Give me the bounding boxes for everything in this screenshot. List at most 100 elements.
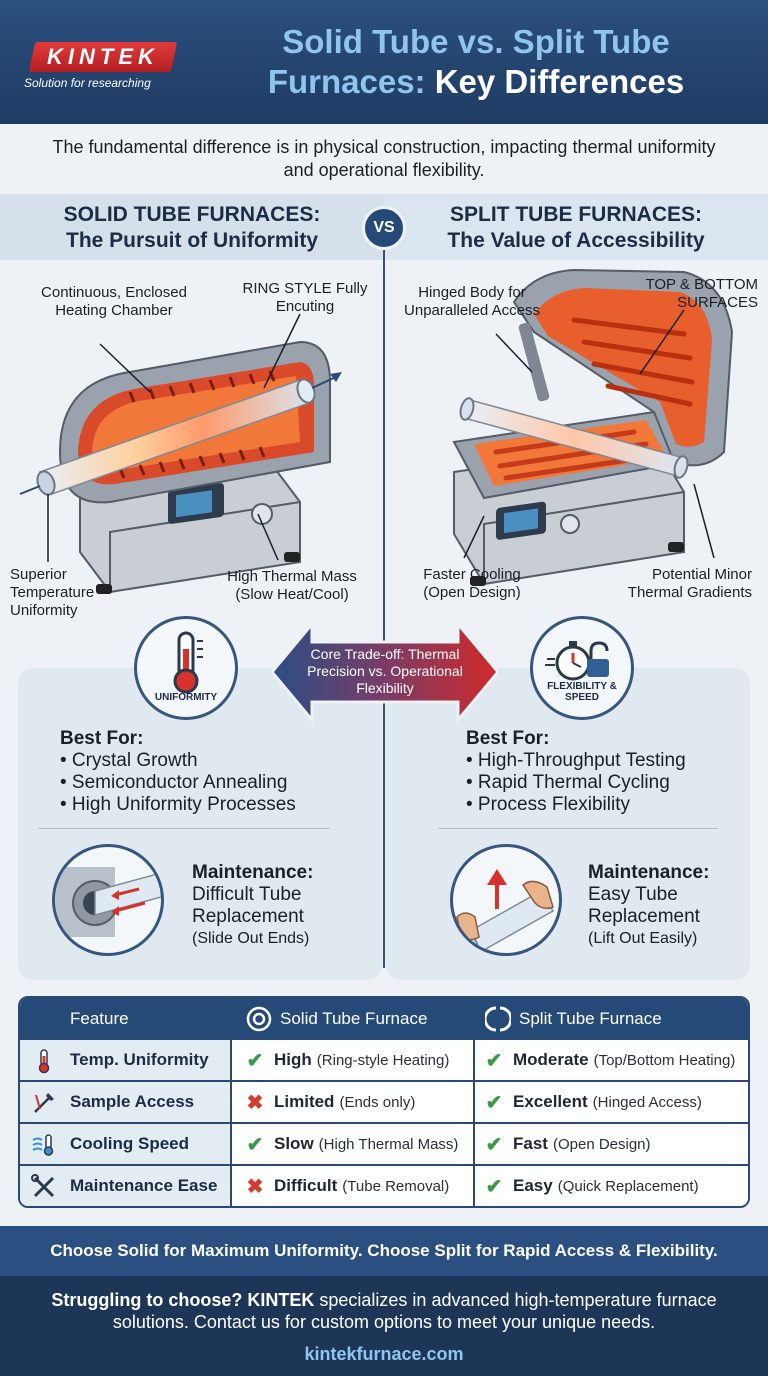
split-value: Moderate (513, 1050, 589, 1069)
callout-thermal-mass: High Thermal Mass (Slow Heat/Cool) (227, 568, 357, 603)
split-maintenance: Maintenance: Easy Tube Replacement (Lift… (588, 862, 709, 950)
split-note: (Top/Bottom Heating) (593, 1051, 736, 1069)
split-separator (438, 828, 718, 829)
solid-maintenance-line1: Difficult Tube (192, 884, 302, 905)
feature-label: Sample Access (70, 1092, 195, 1111)
split-details-panel (386, 668, 750, 980)
solid-maintenance-image (52, 844, 164, 956)
split-cell: ✔ Easy(Quick Replacement) (475, 1166, 748, 1206)
split-furnace-drawing (452, 268, 734, 586)
solid-cell: ✔High(Ring-style Heating) (232, 1040, 475, 1080)
solid-note: (Ends only) (339, 1093, 416, 1111)
solid-maintenance: Maintenance: Difficult Tube Replacement … (192, 862, 313, 950)
page-title: Solid Tube vs. Split Tube Furnaces: Key … (196, 22, 756, 102)
flexibility-badge-label: FLEXIBILITY & SPEED (547, 681, 617, 703)
feature-cell: Sample Access (20, 1082, 232, 1122)
split-maintenance-image (450, 844, 562, 956)
cross-icon: ✖ (246, 1091, 264, 1114)
split-cell: ✔Moderate(Top/Bottom Heating) (475, 1040, 748, 1080)
solid-best-for-item: • Semiconductor Annealing (60, 772, 288, 793)
feature-cell: Cooling Speed (20, 1124, 232, 1164)
callout-faster-cooling: Faster Cooling (Open Design) (423, 566, 521, 601)
table-row: Cooling Speed ✔Slow(High Thermal Mass) ✔… (20, 1122, 748, 1164)
split-best-for-item: • Rapid Thermal Cycling (466, 772, 670, 793)
check-icon: ✔ (485, 1091, 503, 1114)
callout-hinged-body: Hinged Body for Unparalleled Access (404, 284, 540, 319)
vs-badge: VS (362, 206, 406, 250)
solid-separator (38, 828, 330, 829)
tradeoff-arrow: Core Trade-off: Thermal Precision vs. Op… (270, 619, 500, 725)
split-heading-band: SPLIT TUBE FURNACES: The Value of Accessi… (384, 194, 768, 260)
callout-thermal-gradients: Potential Minor Thermal Gradients (627, 566, 752, 601)
solid-note: (Tube Removal) (342, 1177, 450, 1195)
footer-lead: Struggling to choose? (51, 1290, 243, 1310)
tradeoff-text: Core Trade-off: Thermal Precision vs. Op… (307, 646, 463, 696)
split-heading-line1: SPLIT TUBE FURNACES: (450, 203, 702, 226)
flexibility-badge: FLEXIBILITY & SPEED (530, 616, 634, 720)
solid-heading-line2: The Pursuit of Uniformity (66, 229, 318, 252)
website-link[interactable]: kintekfurnace.com (304, 1344, 464, 1364)
center-divider (383, 250, 385, 968)
tube-lift-out-icon (456, 869, 555, 953)
solid-furnace-illustration: Continuous, Enclosed Heating Chamber RIN… (0, 262, 384, 622)
solid-heading-band: SOLID TUBE FURNACES: The Pursuit of Unifo… (0, 194, 384, 260)
title-line-2a: Furnaces: (267, 63, 426, 100)
kintek-logo: KINTEK Solution for researching (22, 42, 182, 94)
solid-value: Limited (274, 1092, 335, 1111)
split-note: (Quick Replacement) (557, 1177, 699, 1195)
uniformity-badge-label: UNIFORMITY (154, 692, 218, 703)
footer-text: Struggling to choose? KINTEK specializes… (30, 1289, 738, 1333)
feature-label: Cooling Speed (70, 1134, 189, 1153)
table-row: Maintenance Ease ✖Difficult(Tube Removal… (20, 1164, 748, 1206)
check-icon: ✔ (246, 1133, 264, 1156)
split-note: (Open Design) (552, 1135, 651, 1153)
logo-text: KINTEK (47, 44, 159, 69)
solid-value: High (274, 1050, 312, 1069)
solid-value: Slow (274, 1134, 314, 1153)
footer-body: specializes in advanced high-temperature… (112, 1290, 717, 1332)
comparison-table: Feature Solid Tube Furnace Split Tube Fu… (18, 996, 750, 1208)
solid-best-for: Best For: • Crystal Growth • Semiconduct… (60, 728, 296, 816)
split-cell: ✔Excellent(Hinged Access) (475, 1082, 748, 1122)
split-heading-line2: The Value of Accessibility (447, 229, 705, 252)
split-value: Easy (513, 1176, 553, 1195)
header-solid: Solid Tube Furnace (232, 998, 475, 1040)
split-best-for: Best For: • High-Throughput Testing • Ra… (466, 728, 686, 816)
thermometer-icon (173, 631, 203, 694)
header-split-label: Split Tube Furnace (519, 1009, 662, 1028)
ring-icon (246, 1006, 272, 1032)
solid-best-for-item: • High Uniformity Processes (60, 794, 296, 815)
split-maintenance-line1: Easy Tube (588, 884, 678, 905)
feature-cell: Maintenance Ease (20, 1166, 232, 1206)
callout-ring-style: RING STYLE Fully Encuting (242, 280, 368, 315)
solid-note: (Ring-style Heating) (316, 1051, 450, 1069)
callout-temp-uniformity: Superior Temperature Uniformity (10, 566, 95, 619)
split-best-for-item: • Process Flexibility (466, 794, 630, 815)
solid-heading-line1: SOLID TUBE FURNACES: (63, 203, 321, 226)
split-value: Excellent (513, 1092, 588, 1111)
solid-furnace-drawing (19, 313, 342, 594)
wrench-icon (31, 1174, 55, 1198)
split-maintenance-note: (Lift Out Easily) (588, 930, 698, 947)
split-best-for-title: Best For: (466, 728, 550, 749)
uniformity-badge: UNIFORMITY (134, 616, 238, 720)
solid-maintenance-title: Maintenance: (192, 862, 314, 883)
title-line-2b: Key Differences (434, 63, 685, 100)
solid-best-for-item: • Crystal Growth (60, 750, 198, 771)
solid-maintenance-note: (Slide Out Ends) (192, 930, 310, 947)
intro-text: The fundamental difference is in physica… (52, 137, 716, 180)
tools-icon (34, 1093, 54, 1113)
check-icon: ✔ (485, 1175, 503, 1198)
solid-cell: ✖Difficult(Tube Removal) (232, 1166, 475, 1206)
table-row: Temp. Uniformity ✔High(Ring-style Heatin… (20, 1038, 748, 1080)
callout-top-bottom: TOP & BOTTOM SURFACES (645, 276, 758, 311)
solid-cell: ✔Slow(High Thermal Mass) (232, 1124, 475, 1164)
footer-brand: KINTEK (247, 1290, 315, 1310)
stopwatch-unlock-icon (545, 641, 609, 681)
split-cell: ✔Fast(Open Design) (475, 1124, 748, 1164)
split-furnace-illustration: Hinged Body for Unparalleled Access TOP … (384, 262, 768, 622)
split-maintenance-title: Maintenance: (588, 862, 710, 883)
header-solid-label: Solid Tube Furnace (280, 1009, 428, 1028)
cooling-icon (32, 1134, 54, 1156)
cross-icon: ✖ (246, 1175, 264, 1198)
